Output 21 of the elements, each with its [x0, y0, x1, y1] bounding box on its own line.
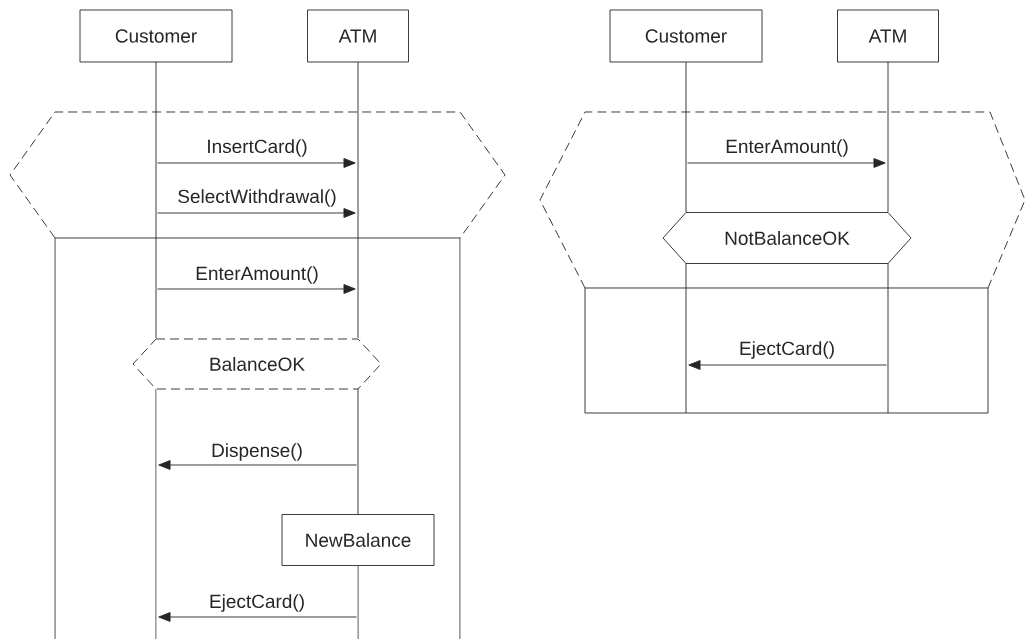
participant-box: ATM: [307, 9, 409, 63]
message-label: InsertCard(): [208, 139, 307, 157]
message-arrow: [157, 158, 356, 168]
message-label: EnterAmount(): [196, 266, 318, 284]
state-box: NewBalance: [281, 514, 435, 566]
message-label: Dispense(): [212, 443, 302, 461]
message-arrow: [687, 158, 886, 168]
message-label: SelectWithdrawal(): [178, 189, 336, 207]
participant-box: Customer: [609, 9, 763, 63]
message-label: EnterAmount(): [726, 139, 848, 157]
message-arrow: [158, 612, 357, 622]
guard-hexagon: BalanceOK: [132, 338, 382, 390]
participant-box: Customer: [79, 9, 233, 63]
guard-hexagon: NotBalanceOK: [662, 212, 912, 264]
message-label: EjectCard(): [740, 341, 834, 359]
message-arrow: [688, 360, 887, 370]
message-arrow: [157, 208, 356, 218]
participant-box: ATM: [837, 9, 939, 63]
message-arrow: [157, 284, 356, 294]
message-label: EjectCard(): [210, 594, 304, 612]
message-arrow: [158, 460, 357, 470]
